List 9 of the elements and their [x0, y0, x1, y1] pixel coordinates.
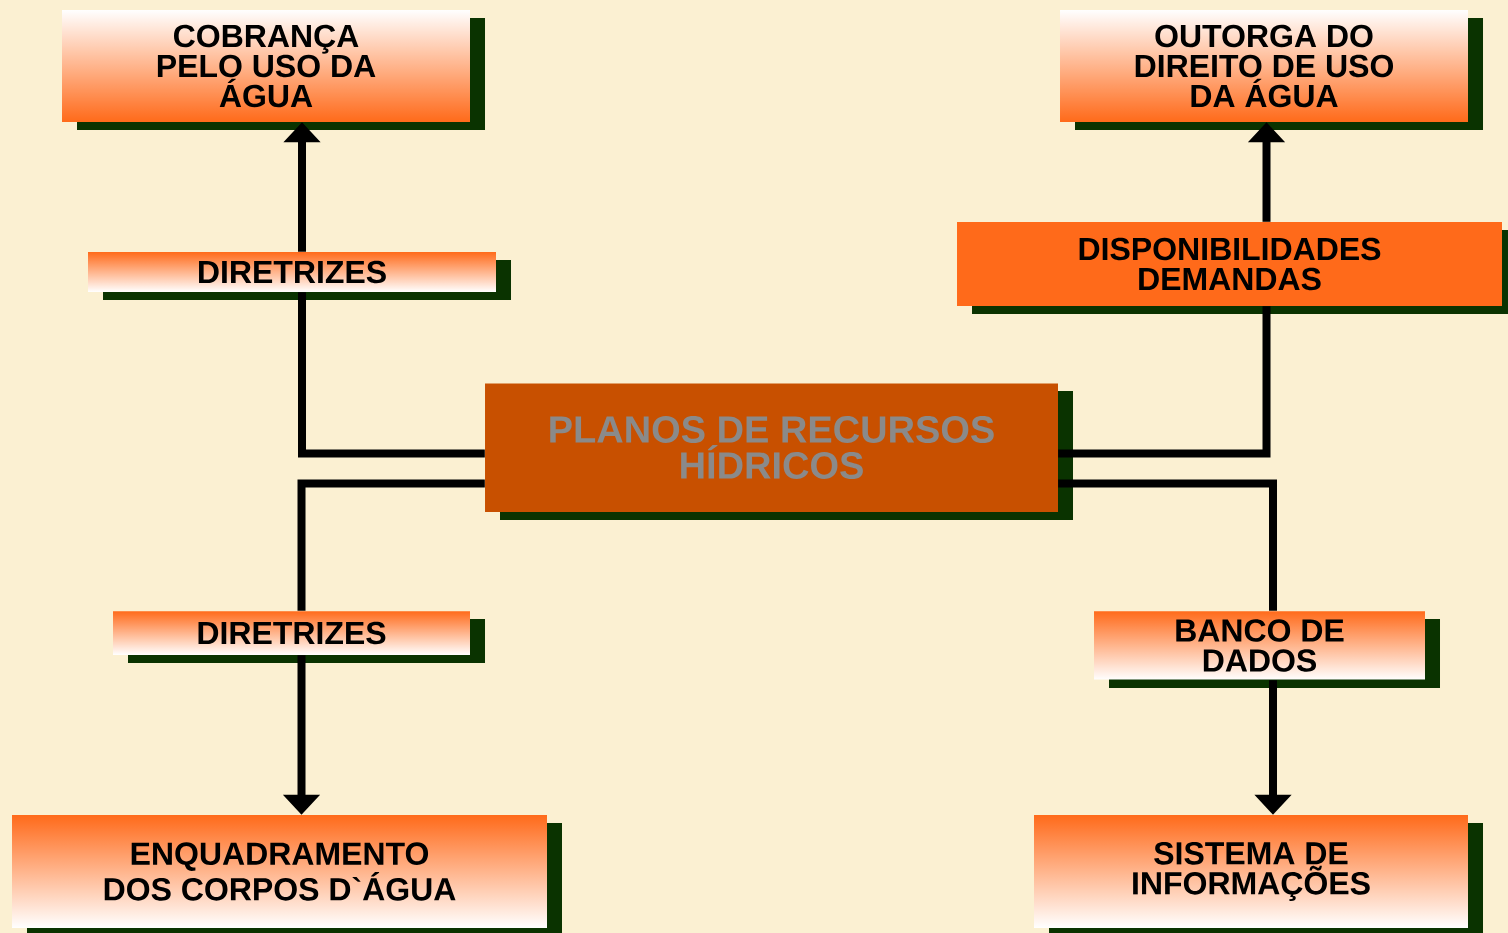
label-box: DIRETRIZES [88, 252, 511, 300]
process-box: COBRANÇA PELO USO DA ÁGUA [62, 10, 485, 130]
process-box: ENQUADRAMENTO DOS CORPOS D`ÁGUA [12, 815, 562, 933]
process-box: SISTEMA DE INFORMAÇÕES [1034, 815, 1483, 933]
process-box: OUTORGA DO DIREITO DE USO DA ÁGUA [1060, 10, 1483, 130]
label-box: DISPONIBILIDADES DEMANDAS [957, 222, 1508, 314]
label-box: BANCO DE DADOS [1094, 611, 1440, 688]
central-box: PLANOS DE RECURSOS HÍDRICOS [485, 383, 1073, 520]
label-box: DIRETRIZES [113, 611, 485, 663]
